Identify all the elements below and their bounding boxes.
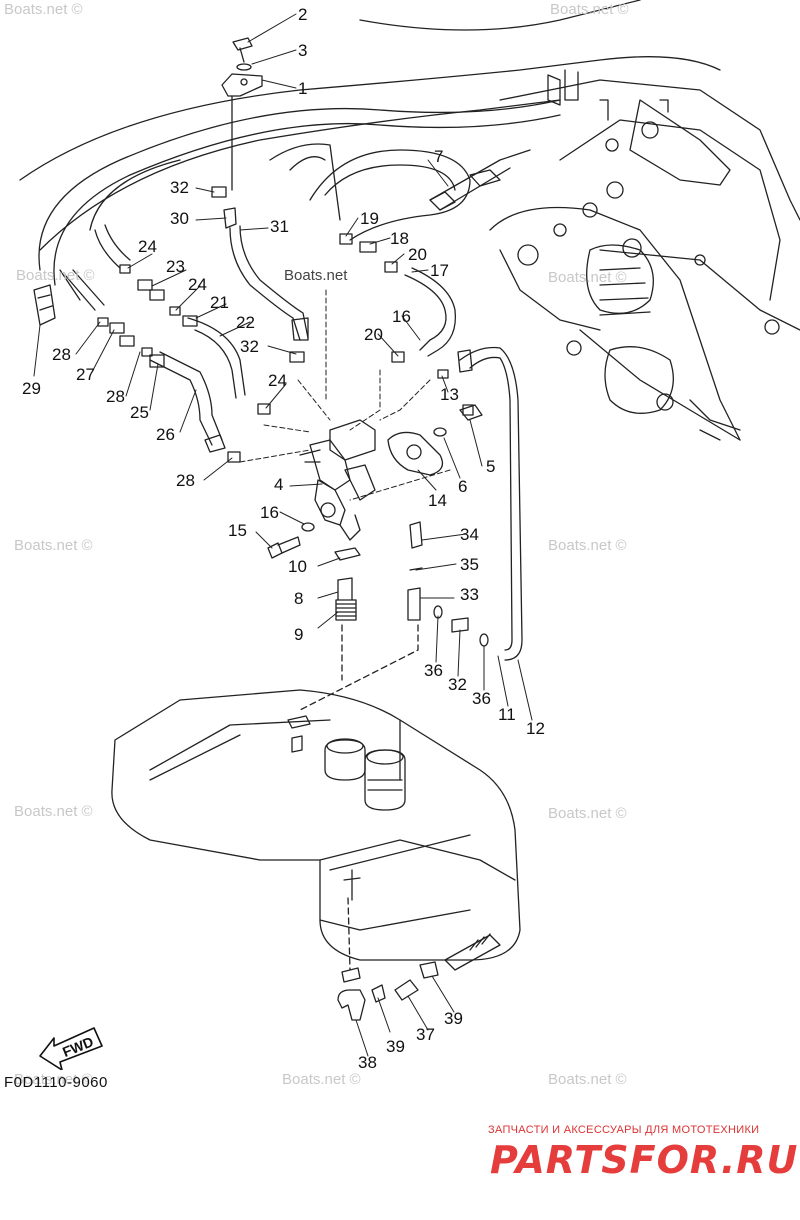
leader-lines bbox=[33, 13, 533, 1057]
part-14-gasket bbox=[387, 431, 444, 476]
brand-tagline: ЗАПЧАСТИ И АКСЕССУАРЫ ДЛЯ МОТОТЕХНИКИ bbox=[488, 1124, 760, 1136]
part-label-34: 33 bbox=[460, 585, 479, 604]
part-label-14: 14 bbox=[428, 491, 447, 510]
part-label-9: 9 bbox=[294, 625, 303, 644]
watermark: Boats.net © bbox=[548, 537, 627, 554]
watermark-mid: Boats.net bbox=[284, 267, 348, 284]
part-label-11: 11 bbox=[498, 705, 516, 724]
parts-5-6 bbox=[433, 404, 483, 437]
watermark: Boats.net © bbox=[14, 537, 93, 554]
part-label-32: 32 bbox=[170, 178, 189, 197]
part-label-16: 16 bbox=[260, 503, 279, 522]
part-label-6: 6 bbox=[458, 477, 467, 496]
part-label-21: 21 bbox=[210, 293, 229, 312]
part-label-5: 5 bbox=[486, 457, 495, 476]
part-label-4: 4 bbox=[274, 475, 283, 494]
part-label-33: 32 bbox=[448, 675, 467, 694]
part-label-1: 1 bbox=[298, 79, 307, 98]
parts-37-38-39 bbox=[337, 897, 439, 1021]
part-label-17: 16 bbox=[392, 307, 411, 326]
part-label-36b: 36 bbox=[424, 661, 443, 680]
part-label-28c: 28 bbox=[176, 471, 195, 490]
part-label-28b: 28 bbox=[106, 387, 125, 406]
part-label-20c: 20 bbox=[364, 325, 383, 344]
part-labels: 2 3 1 7 32 30 31 19 18 20 17 24 23 24 21… bbox=[22, 5, 545, 1072]
parts-33-36 bbox=[299, 521, 489, 711]
part-label-38: 38 bbox=[358, 1053, 377, 1072]
watermark: Boats.net © bbox=[282, 1071, 361, 1088]
part-4-pump-assembly bbox=[299, 419, 376, 541]
part-label-12: 12 bbox=[526, 719, 545, 738]
part-label-10: 10 bbox=[288, 557, 307, 576]
part-label-30: 30 bbox=[170, 209, 189, 228]
part-label-8: 8 bbox=[294, 589, 303, 608]
engine-block bbox=[19, 0, 800, 441]
fuel-tank bbox=[111, 689, 521, 971]
parts-8-9-10 bbox=[334, 547, 361, 681]
part-label-20b: 20 bbox=[408, 245, 427, 264]
part-label-39b: 39 bbox=[386, 1037, 405, 1056]
watermark: Boats.net © bbox=[14, 1071, 93, 1088]
watermark: Boats.net © bbox=[550, 1, 629, 18]
part-label-18: 17 bbox=[430, 261, 449, 280]
part-label-37: 37 bbox=[416, 1025, 435, 1044]
part-label-28a: 28 bbox=[52, 345, 71, 364]
watermark: Boats.net © bbox=[4, 1, 83, 18]
part-label-24a: 24 bbox=[138, 237, 157, 256]
part-label-27: 27 bbox=[76, 365, 95, 384]
parts-15-16 bbox=[267, 522, 315, 559]
part-label-24c: 24 bbox=[268, 371, 287, 390]
clamps-fittings bbox=[97, 186, 474, 463]
part-label-26: 26 bbox=[156, 425, 175, 444]
watermark: Boats.net © bbox=[16, 267, 95, 284]
part-label-35: 34 bbox=[460, 525, 479, 544]
part-label-24b: 24 bbox=[188, 275, 207, 294]
parts-11-12-hose bbox=[457, 346, 523, 661]
diagram-code: F0D1110-9060 bbox=[4, 1074, 108, 1091]
part-label-23: 23 bbox=[166, 257, 185, 276]
part-label-3: 3 bbox=[298, 41, 307, 60]
watermark: Boats.net © bbox=[548, 1071, 627, 1088]
part-label-36c: 36 bbox=[472, 689, 491, 708]
fwd-label: FWD bbox=[60, 1033, 96, 1060]
part-label-15: 15 bbox=[228, 521, 247, 540]
watermarks: Boats.net © Boats.net © Boats.net © Boat… bbox=[4, 1, 629, 1088]
hose-loops bbox=[38, 99, 561, 301]
part-29-bracket bbox=[33, 284, 56, 326]
part-7-cable bbox=[429, 149, 531, 211]
part-label-13: 13 bbox=[440, 385, 459, 404]
watermark: Boats.net © bbox=[548, 805, 627, 822]
brand-logo: PARTSFOR.RU bbox=[490, 1138, 799, 1182]
part-label-2: 2 bbox=[298, 5, 307, 24]
part-label-22: 22 bbox=[236, 313, 255, 332]
fwd-arrow-icon: FWD bbox=[39, 1027, 103, 1070]
part-label-29: 29 bbox=[22, 379, 41, 398]
part-label-36a: 35 bbox=[460, 555, 479, 574]
part-label-19: 18 bbox=[390, 229, 409, 248]
part-label-39a: 39 bbox=[444, 1009, 463, 1028]
part-label-32b: 32 bbox=[240, 337, 259, 356]
part-18-hose bbox=[404, 267, 457, 357]
part-label-31: 31 bbox=[270, 217, 289, 236]
part-1-2-3-bolt-assembly bbox=[221, 37, 263, 191]
part-label-7: 7 bbox=[434, 147, 443, 166]
watermark: Boats.net © bbox=[14, 803, 93, 820]
watermark: Boats.net © bbox=[548, 269, 627, 286]
part-label-20a: 19 bbox=[360, 209, 379, 228]
part-label-25: 25 bbox=[130, 403, 149, 422]
